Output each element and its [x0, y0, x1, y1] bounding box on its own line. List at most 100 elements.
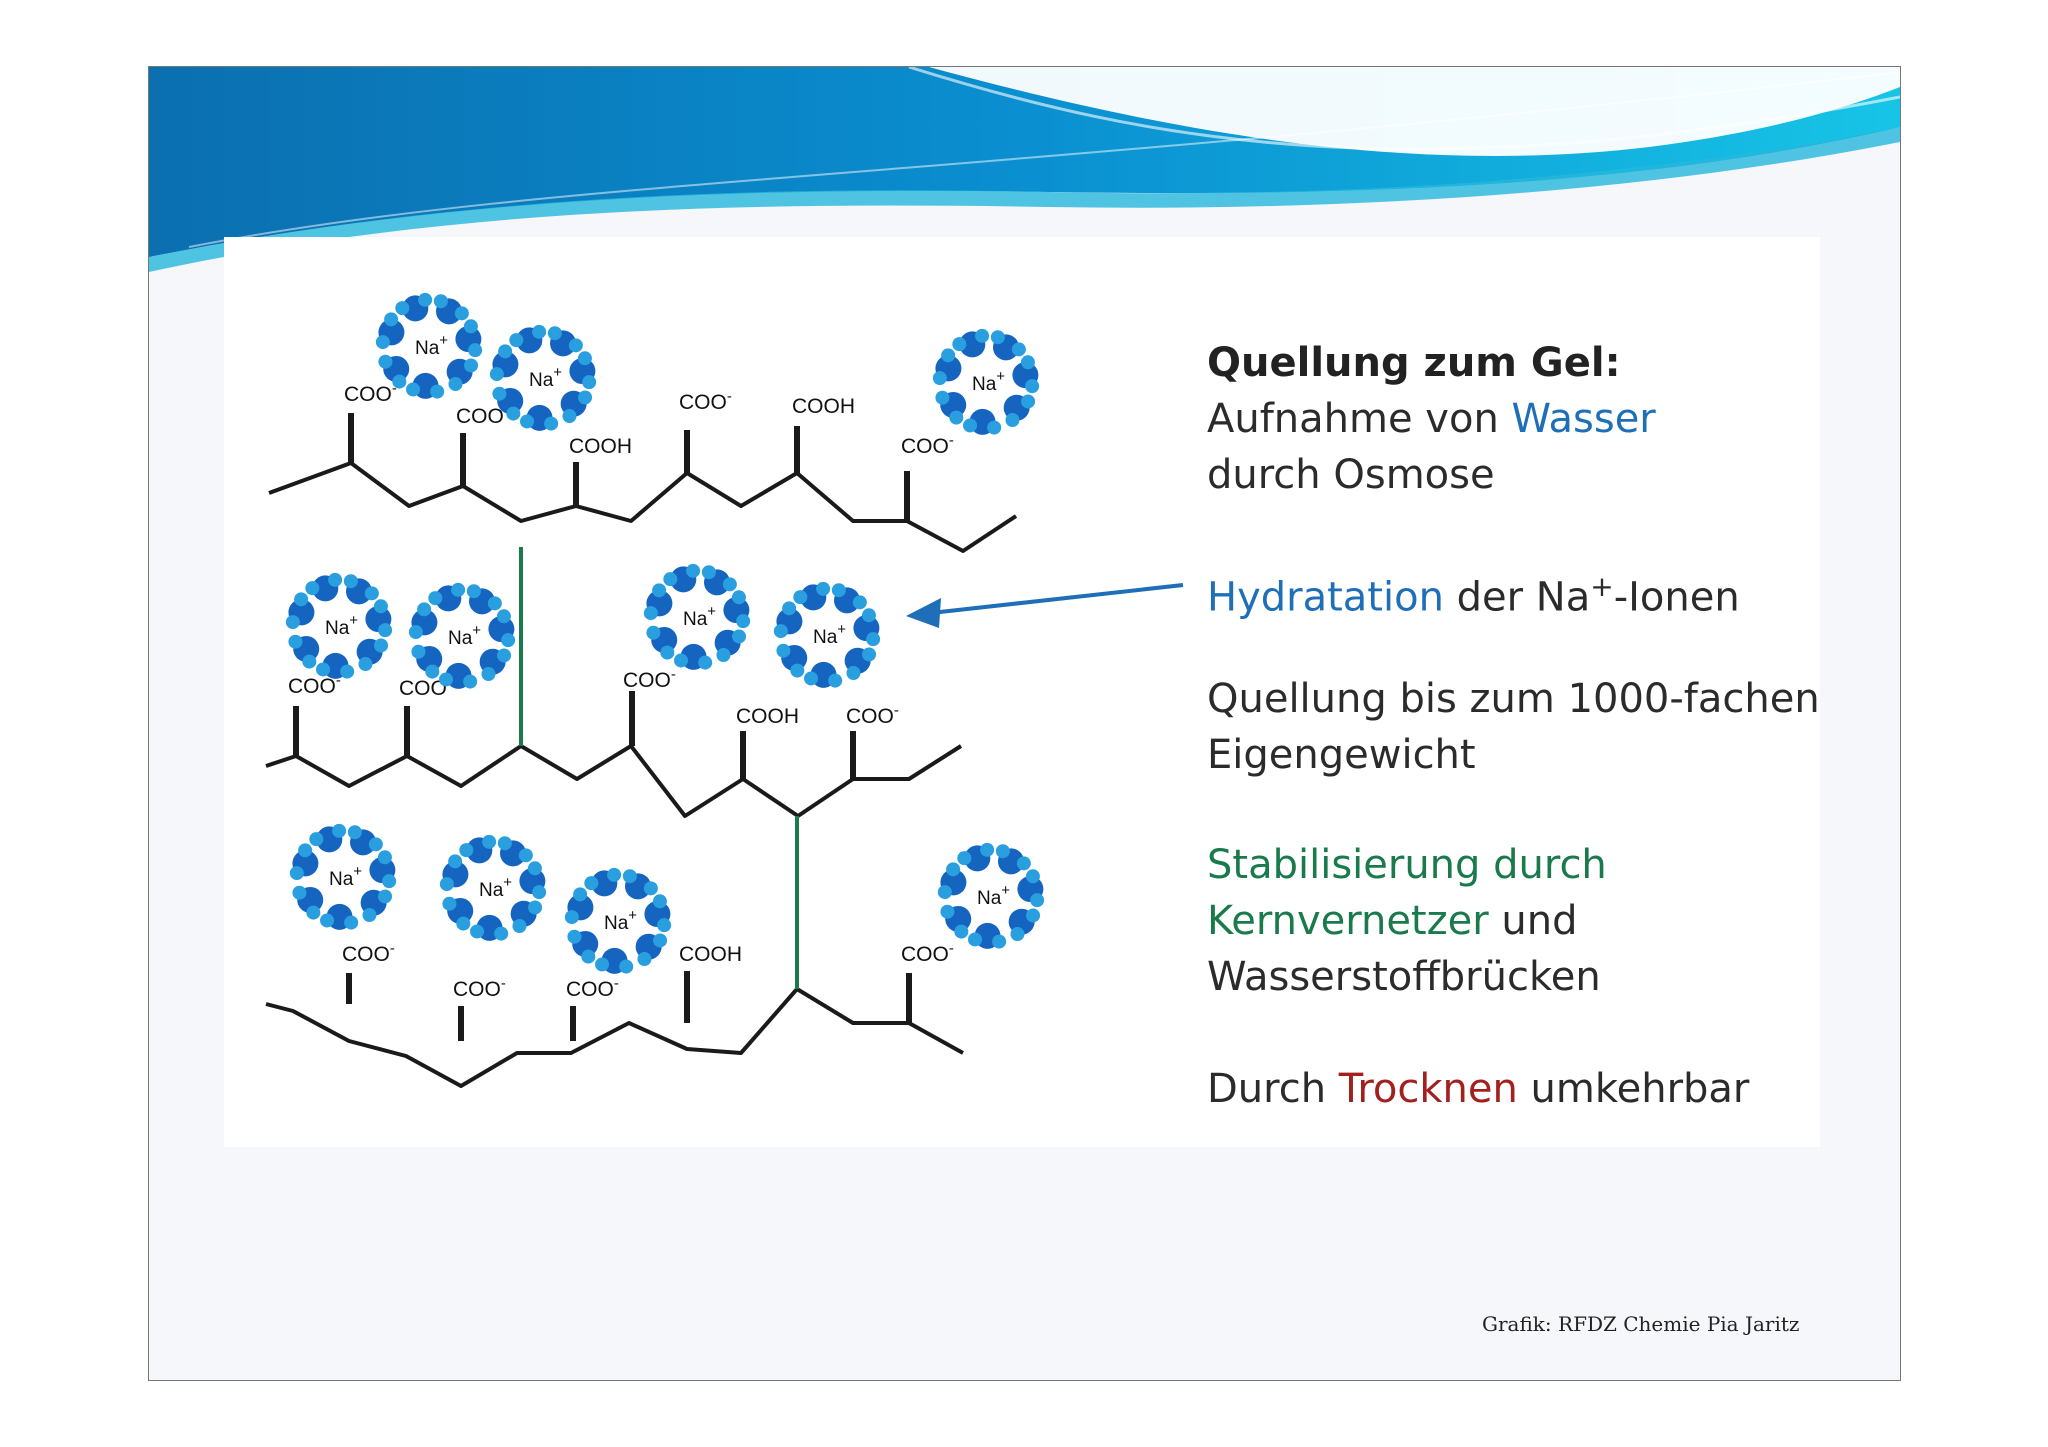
carboxylate-label-12: COO- — [342, 940, 395, 966]
water-hydrogen-a-5-3 — [501, 633, 516, 648]
water-hydrogen-a-1-5 — [406, 382, 421, 397]
carboxylate-label-13: COO- — [453, 975, 506, 1001]
water-hydrogen-a-9-7 — [448, 854, 463, 869]
water-hydrogen-a-2-7 — [498, 344, 513, 359]
text-und: und — [1488, 898, 1578, 944]
water-hydrogen-a-10-1 — [607, 867, 622, 882]
text-hydratation-end: -Ionen — [1613, 574, 1740, 621]
water-hydrogen-a-3-7 — [941, 348, 956, 363]
sodium-ion-label-6: Na+ — [683, 603, 716, 630]
water-hydrogen-a-3-4 — [1005, 413, 1020, 428]
water-hydrogen-b-2-2 — [547, 326, 562, 341]
carboxyl-label-10: COOH — [736, 705, 799, 728]
water-hydrogen-b-7-5 — [828, 673, 843, 688]
water-hydrogen-b-10-4 — [653, 933, 668, 948]
water-hydrogen-b-1-5 — [430, 384, 445, 399]
water-hydrogen-a-7-7 — [782, 601, 797, 616]
water-hydrogen-a-7-5 — [804, 671, 819, 686]
water-hydrogen-a-4-5 — [316, 662, 331, 677]
water-hydrogen-b-3-3 — [1020, 355, 1035, 370]
carboxylate-label-7: COO- — [288, 672, 341, 698]
header-wave-banner — [149, 67, 1900, 272]
water-hydrogen-b-8-2 — [347, 825, 362, 840]
water-hydrogen-a-4-3 — [378, 623, 393, 638]
water-hydrogen-b-5-1 — [428, 591, 443, 606]
water-hydrogen-b-8-3 — [377, 850, 392, 865]
water-hydrogen-b-9-5 — [494, 926, 509, 941]
water-hydrogen-a-10-6 — [567, 929, 582, 944]
water-hydrogen-a-11-5 — [968, 932, 983, 947]
water-hydrogen-b-7-7 — [773, 624, 788, 639]
water-hydrogen-b-3-7 — [932, 371, 947, 386]
water-hydrogen-b-6-3 — [731, 590, 746, 605]
hydration-arrow-head — [906, 598, 941, 628]
sodium-ion-label-9: Na+ — [479, 874, 512, 901]
water-hydrogen-b-3-2 — [990, 330, 1005, 345]
water-hydrogen-b-5-7 — [408, 625, 423, 640]
water-hydrogen-a-8-7 — [298, 843, 313, 858]
water-hydrogen-a-11-3 — [1030, 893, 1045, 908]
water-hydrogen-b-9-7 — [439, 877, 454, 892]
water-hydrogen-b-7-3 — [861, 608, 876, 623]
water-hydrogen-b-7-6 — [790, 663, 805, 678]
highlight-wasser: Wasser — [1511, 396, 1656, 442]
water-hydrogen-b-4-7 — [285, 615, 300, 630]
water-hydrogen-b-3-4 — [1021, 394, 1036, 409]
water-hydrogen-b-1-1 — [395, 301, 410, 316]
water-hydrogen-a-5-1 — [451, 582, 466, 597]
text-umkehrbar: umkehrbar — [1517, 1066, 1750, 1112]
water-hydrogen-a-10-7 — [573, 887, 588, 902]
water-hydrogen-b-4-4 — [374, 638, 389, 653]
carboxylate-label-16: COO- — [901, 940, 954, 966]
slide: COO-COO-COOHCOO-COOHCOO-COO-COO-COO-COOH… — [148, 66, 1901, 1381]
water-hydrogen-b-2-1 — [509, 333, 524, 348]
water-hydrogen-a-4-2 — [364, 586, 379, 601]
water-hydrogen-a-6-4 — [716, 648, 731, 663]
water-hydrogen-b-8-5 — [344, 915, 359, 930]
text-trocknen: Durch Trocknen umkehrbar — [1207, 1061, 1749, 1117]
water-hydrogen-a-4-6 — [288, 634, 303, 649]
water-hydrogen-b-4-2 — [343, 574, 358, 589]
water-hydrogen-a-6-5 — [674, 653, 689, 668]
water-hydrogen-b-9-2 — [497, 836, 512, 851]
water-hydrogen-a-9-2 — [518, 848, 533, 863]
water-hydrogen-a-4-4 — [358, 657, 373, 672]
water-hydrogen-b-5-2 — [466, 584, 481, 599]
water-hydrogen-a-9-5 — [470, 924, 485, 939]
water-hydrogen-b-10-5 — [619, 959, 634, 974]
water-hydrogen-b-5-6 — [425, 664, 440, 679]
water-hydrogen-b-10-6 — [581, 949, 596, 964]
water-hydrogen-b-6-1 — [663, 572, 678, 587]
water-hydrogen-a-11-7 — [946, 862, 961, 877]
image-credit: Grafik: RFDZ Chemie Pia Jaritz — [1482, 1312, 1800, 1336]
sodium-ion-label-3: Na+ — [972, 368, 1005, 395]
water-hydrogen-b-2-4 — [578, 390, 593, 405]
carboxylate-label-9: COO- — [623, 666, 676, 692]
water-hydrogen-b-8-7 — [289, 866, 304, 881]
water-hydrogen-b-6-4 — [732, 629, 747, 644]
water-hydrogen-a-7-6 — [776, 643, 791, 658]
text-hydratation: Hydratation der Na+-Ionen — [1207, 559, 1740, 625]
water-hydrogen-a-7-1 — [816, 581, 831, 596]
text-aufnahme: Aufnahme von Wasser — [1207, 391, 1656, 447]
water-hydrogen-a-8-4 — [362, 908, 377, 923]
highlight-trocknen: Trocknen — [1338, 1066, 1518, 1112]
water-hydrogen-b-4-3 — [373, 599, 388, 614]
sodium-ion-label-1: Na+ — [415, 332, 448, 359]
water-hydrogen-b-11-4 — [1026, 908, 1041, 923]
water-hydrogen-a-6-2 — [722, 577, 737, 592]
water-hydrogen-b-4-6 — [302, 654, 317, 669]
water-hydrogen-b-10-1 — [584, 876, 599, 891]
water-hydrogen-a-10-4 — [637, 952, 652, 967]
sodium-ion-label-8: Na+ — [329, 863, 362, 890]
content-panel — [224, 237, 1820, 1147]
water-hydrogen-a-3-3 — [1025, 379, 1040, 394]
water-hydrogen-b-6-7 — [643, 606, 658, 621]
water-hydrogen-b-1-4 — [464, 358, 479, 373]
water-hydrogen-b-11-7 — [937, 885, 952, 900]
water-hydrogen-a-9-4 — [512, 919, 527, 934]
water-hydrogen-b-2-5 — [544, 416, 559, 431]
water-hydrogen-a-1-1 — [418, 292, 433, 307]
water-hydrogen-b-5-5 — [463, 674, 478, 689]
water-hydrogen-b-1-2 — [433, 294, 448, 309]
